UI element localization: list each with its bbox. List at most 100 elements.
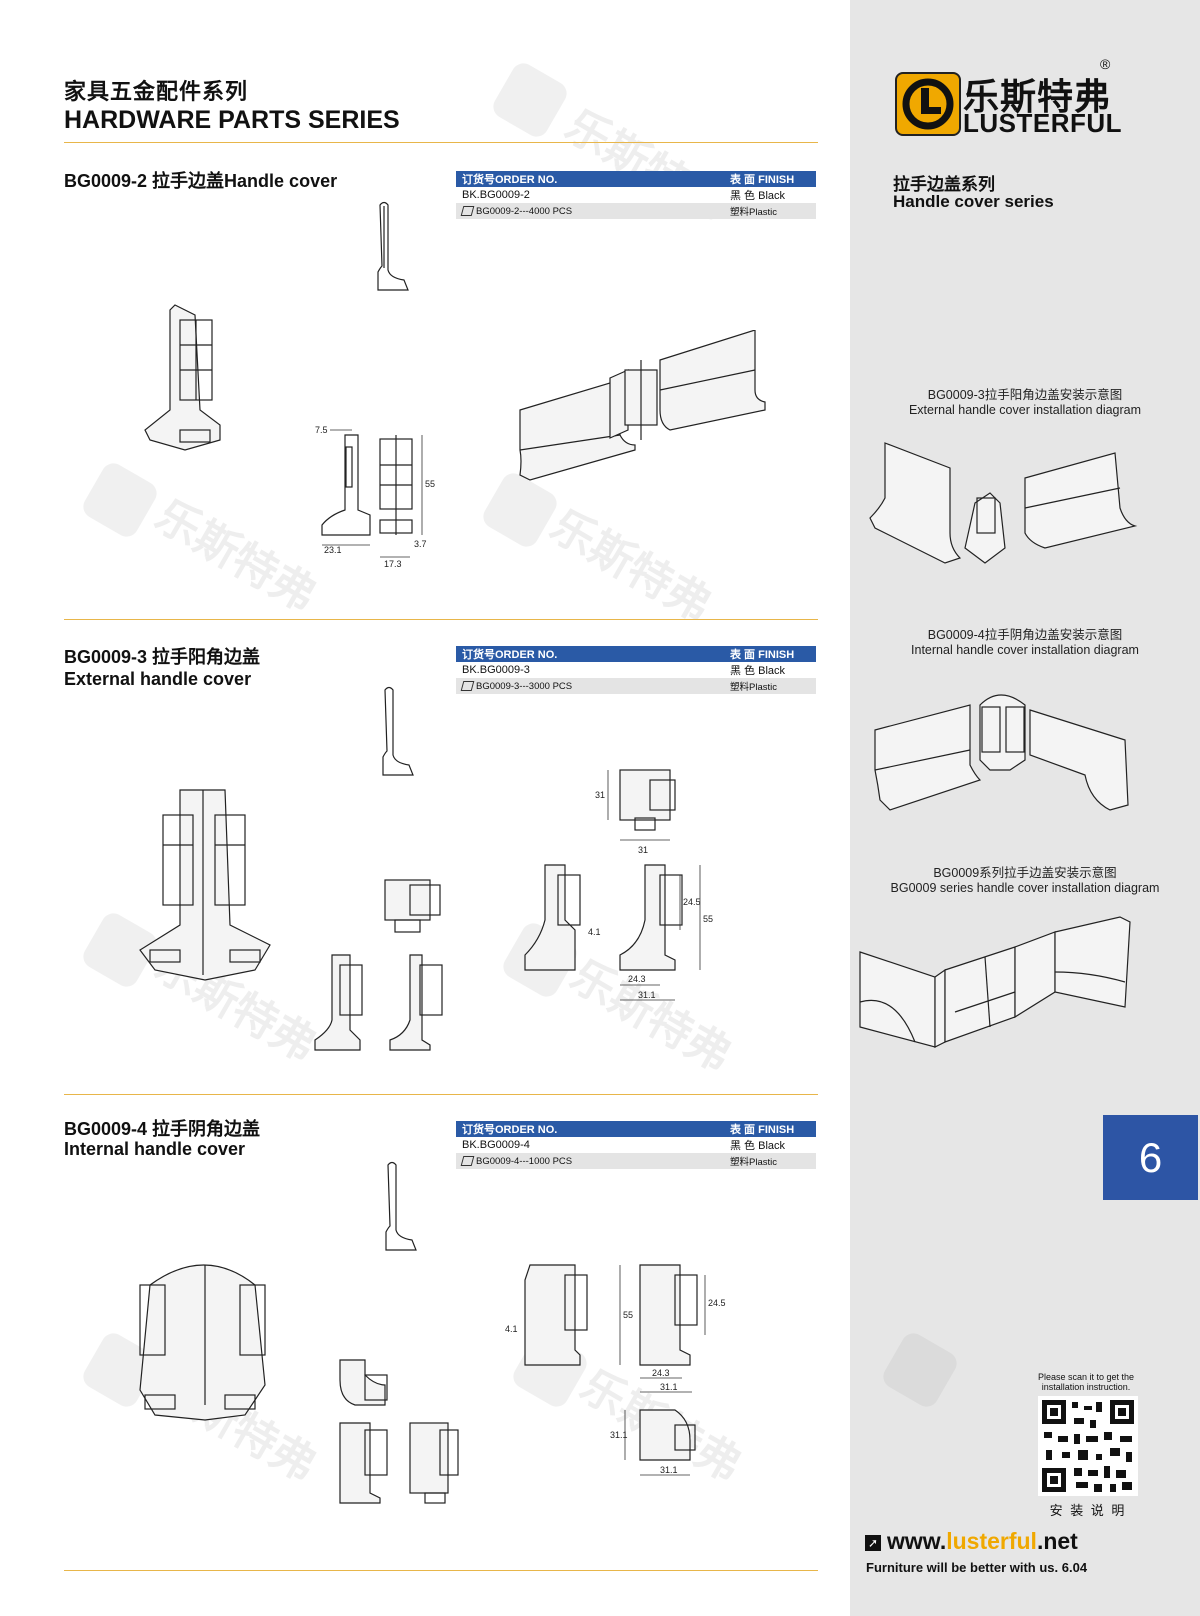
dim-label: 24.5 — [708, 1298, 726, 1308]
dim-label: 31 — [595, 790, 605, 800]
page-title-cn: 家具五金配件系列 — [64, 79, 249, 104]
slogan-text: Furniture will be better with us. — [866, 1560, 1059, 1575]
material-value: 塑料Plastic — [730, 207, 777, 218]
dim-label: 31 — [638, 845, 648, 855]
package-icon — [460, 1155, 475, 1166]
section-divider — [64, 1570, 818, 1571]
dim-label: 31.1 — [610, 1430, 628, 1440]
profile-drawing — [382, 686, 414, 776]
dim-label: 3.7 — [414, 539, 427, 549]
brand-name-en: LUSTERFUL — [963, 108, 1123, 138]
top-view-drawing — [384, 879, 441, 933]
dimension-drawing-2b: 4.1 24.5 55 24.3 31.1 — [524, 864, 713, 1001]
order-table-2: 订货号ORDER NO. 表 面 FINISH BK.BG0009-3 黑 色 Bl… — [456, 646, 816, 694]
section-divider — [64, 1094, 818, 1095]
registered-mark: ® — [1100, 56, 1111, 72]
handle-cover-3d-drawing — [144, 304, 221, 451]
dim-label: 24.3 — [628, 974, 646, 984]
watermark: 乐斯特弗 — [542, 500, 720, 632]
dim-label: 55 — [425, 479, 435, 489]
watermark: 乐斯特弗 — [147, 490, 325, 622]
dim-label: 7.5 — [315, 425, 328, 435]
dim-label: 31.1 — [638, 990, 656, 1000]
caption-en: External handle cover installation diagr… — [908, 403, 1142, 417]
header-divider — [64, 142, 818, 143]
diagram-caption-2: BG0009-4拉手阴角边盖安装示意图 Internal handle cove… — [850, 628, 1200, 658]
material-value: 塑料Plastic — [730, 1157, 777, 1168]
website-prefix: www. — [887, 1528, 947, 1554]
section-divider — [64, 619, 818, 620]
order-header: 订货号ORDER NO. — [462, 1124, 558, 1136]
series-installation-diagram — [859, 916, 1131, 1048]
package-icon — [460, 680, 475, 691]
finish-header: 表 面 FINISH — [730, 649, 795, 661]
order-number: BK.BG0009-3 — [462, 664, 530, 676]
diagram-caption-3: BG0009系列拉手边盖安装示意图 BG0009 series handle c… — [850, 866, 1200, 896]
dim-label: 24.3 — [652, 1368, 670, 1378]
top-view-drawing — [339, 1359, 388, 1406]
watermark-logo-icon — [79, 459, 161, 541]
website-url[interactable]: ➚ www.lusterful.net — [865, 1528, 1078, 1555]
caption-cn: BG0009-3拉手阳角边盖安装示意图 — [927, 388, 1123, 402]
order-table-3: 订货号ORDER NO. 表 面 FINISH BK.BG0009-4 黑 色 Bl… — [456, 1121, 816, 1169]
website-suffix: .net — [1036, 1528, 1078, 1554]
section-2-title: BG0009-3 拉手阳角边盖 — [64, 647, 261, 667]
watermark-logo-icon — [489, 59, 571, 141]
finish-header: 表 面 FINISH — [730, 174, 795, 186]
dim-label: 55 — [703, 914, 713, 924]
dim-label: 23.1 — [324, 545, 342, 555]
series-title-en: Handle cover series — [893, 192, 1054, 211]
package-qty: BG0009-3---3000 PCS — [476, 680, 573, 692]
brand-name-cn: 乐斯特弗 — [963, 76, 1112, 117]
dim-label: 24.5 — [683, 897, 701, 907]
arrow-icon: ➚ — [865, 1534, 881, 1551]
order-header: 订货号ORDER NO. — [462, 174, 558, 186]
package-qty: BG0009-4---1000 PCS — [476, 1155, 573, 1167]
caption-cn: BG0009系列拉手边盖安装示意图 — [933, 866, 1117, 880]
dimension-drawing-2a: 31 31 — [595, 769, 676, 855]
dim-label: 4.1 — [505, 1324, 518, 1334]
package-qty: BG0009-2---4000 PCS — [476, 205, 573, 217]
page-title-en: HARDWARE PARTS SERIES — [64, 106, 400, 134]
qr-code-icon[interactable] — [1038, 1396, 1138, 1496]
package-icon — [460, 205, 475, 216]
external-installation-diagram — [869, 442, 1138, 564]
side-views-drawing — [314, 954, 443, 1051]
external-cover-3d-drawing — [139, 789, 271, 981]
dim-label: 17.3 — [384, 559, 402, 569]
caption-en: Internal handle cover installation diagr… — [911, 643, 1139, 657]
slogan: Furniture will be better with us. 6.04 — [866, 1560, 1087, 1575]
profile-drawing — [377, 201, 409, 291]
order-table-1: 订货号ORDER NO. 表 面 FINISH BK.BG0009-2 黑 色 Bl… — [456, 171, 816, 219]
sidebar-panel — [850, 0, 1200, 1616]
caption-en: BG0009 series handle cover installation … — [890, 881, 1160, 895]
page-number-badge: 6 — [1103, 1115, 1198, 1200]
dim-label: 31.1 — [660, 1382, 678, 1392]
order-number: BK.BG0009-2 — [462, 189, 530, 201]
finish-value: 黑 色 Black — [730, 190, 786, 202]
side-views-drawing — [339, 1422, 459, 1504]
section-2-subtitle: External handle cover — [64, 669, 252, 689]
qr-caption: 安 装 说 明 — [1049, 1503, 1127, 1518]
internal-cover-3d-drawing — [139, 1264, 266, 1421]
profile-drawing — [385, 1161, 417, 1251]
dimension-drawing-3: 4.1 55 24.5 24.3 31.1 31.1 31.1 — [505, 1264, 726, 1476]
version-number: 6.04 — [1061, 1560, 1088, 1575]
order-number: BK.BG0009-4 — [462, 1139, 530, 1151]
caption-cn: BG0009-4拉手阴角边盖安装示意图 — [927, 628, 1123, 642]
order-header: 订货号ORDER NO. — [462, 649, 558, 661]
brand-logo-icon — [895, 72, 961, 136]
finish-value: 黑 色 Black — [730, 665, 786, 677]
internal-installation-diagram — [874, 694, 1129, 811]
finish-header: 表 面 FINISH — [730, 1124, 795, 1136]
dim-label: 31.1 — [660, 1465, 678, 1475]
dim-label: 4.1 — [588, 927, 601, 937]
finish-value: 黑 色 Black — [730, 1140, 786, 1152]
diagram-caption-1: BG0009-3拉手阳角边盖安装示意图 External handle cove… — [850, 388, 1200, 418]
installation-drawing-1 — [519, 330, 766, 481]
website-name: lusterful — [946, 1528, 1037, 1554]
section-3-subtitle: Internal handle cover — [64, 1139, 246, 1159]
material-value: 塑料Plastic — [730, 682, 777, 693]
qr-note: Please scan it to get the installation i… — [1037, 1372, 1135, 1392]
section-3-title: BG0009-4 拉手阴角边盖 — [64, 1119, 261, 1139]
